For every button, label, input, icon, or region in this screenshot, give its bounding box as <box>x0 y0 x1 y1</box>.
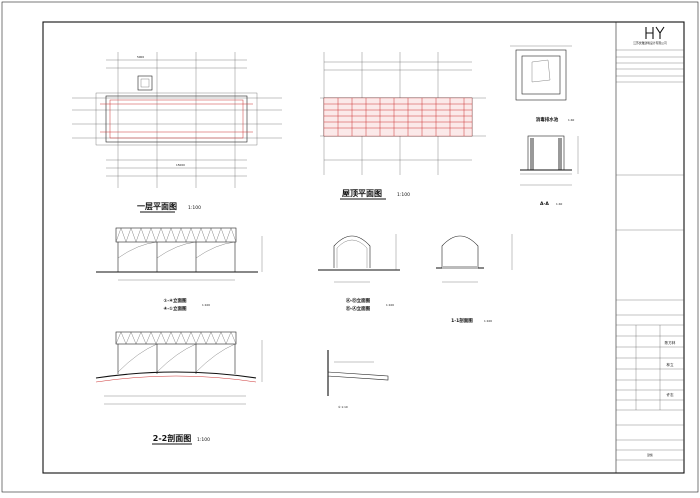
arch-section <box>441 235 479 268</box>
first-floor-plan-scale: 1:100 <box>188 205 201 211</box>
signature-2: 林立 <box>666 362 674 367</box>
elevation-a-d-scale: 1:100 <box>386 303 394 307</box>
elevation-a-d: Ⓐ-Ⓓ立面图 Ⓓ-Ⓐ立面图 1:100 <box>318 234 400 312</box>
section-1-1-scale: 1:100 <box>484 319 492 323</box>
frame-border <box>42 21 685 474</box>
detail-1-10: ① 1:10 <box>327 350 389 409</box>
signature-table: 陈方林 林立 许志 <box>616 325 684 411</box>
detail-title: ① 1:10 <box>338 405 348 409</box>
first-floor-plan: 5000 15000 一层平面图 1:100 <box>72 52 282 213</box>
signature-1: 陈方林 <box>665 340 676 345</box>
svg-text:15000: 15000 <box>176 163 185 167</box>
arch-elevation <box>333 235 371 268</box>
svg-text:5000: 5000 <box>137 55 144 59</box>
section-aa: A-A 1:40 <box>520 135 579 207</box>
septic-pool-drawing: 消毒排水池 1:40 <box>510 45 575 123</box>
section-aa-title: A-A <box>540 201 549 207</box>
elevation-1-4-scale: 1:100 <box>202 303 210 307</box>
section-1-1-title: 1-1剖面图 <box>451 317 473 324</box>
elevation-4-1-title: ④-①立面图 <box>164 305 187 312</box>
section-2-2-title: 2-2剖面图 <box>153 433 191 443</box>
company-name: 江苏优雅建筑设计有限公司 <box>633 41 667 45</box>
roof-plan: 屋顶平面图 1:100 <box>320 52 486 200</box>
signature-3: 许志 <box>666 392 674 397</box>
section-2-2-scale: 1:100 <box>197 437 210 443</box>
roof-plan-scale: 1:100 <box>397 192 410 198</box>
elevation-1-4-title: ①-④立面图 <box>164 297 187 304</box>
septic-pool-plan <box>137 75 153 91</box>
elevation-d-a-title: Ⓓ-Ⓐ立面图 <box>346 305 371 312</box>
sheet-number: 建施 <box>647 453 653 457</box>
section-aa-scale: 1:40 <box>556 202 563 206</box>
septic-pool-title: 消毒排水池 <box>536 116 559 123</box>
ground-slab <box>95 371 257 379</box>
section-roof <box>115 331 237 345</box>
elevation-roof <box>115 227 237 243</box>
elevation-a-d-title: Ⓐ-Ⓓ立面图 <box>346 297 371 304</box>
elevation-1-4: ①-④立面图 ④-①立面图 1:100 <box>96 227 263 312</box>
company-logo <box>644 26 666 40</box>
floor-outline <box>105 95 248 143</box>
section-1-1: 1-1剖面图 1:100 <box>436 234 513 324</box>
roof-plan-title: 屋顶平面图 <box>342 188 382 198</box>
title-block: 江苏优雅建筑设计有限公司 陈方林 林立 许志 <box>616 26 684 461</box>
septic-pool-scale: 1:40 <box>568 118 575 122</box>
section-2-2: 2-2剖面图 1:100 <box>95 331 263 445</box>
first-floor-plan-title: 一层平面图 <box>137 202 177 211</box>
